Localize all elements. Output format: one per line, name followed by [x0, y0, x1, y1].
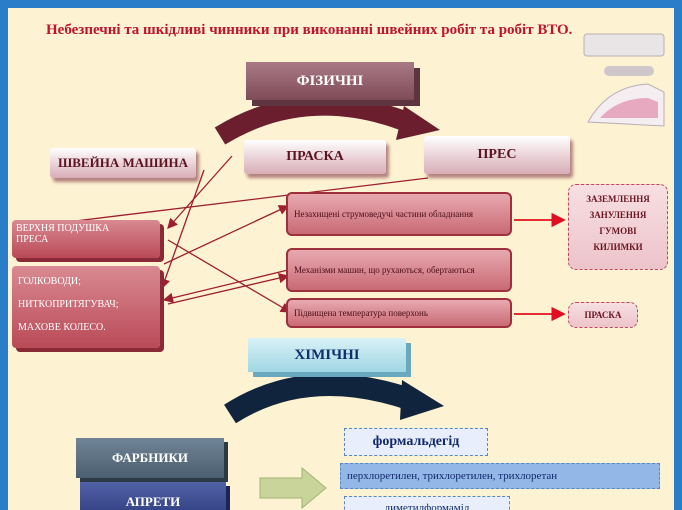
- substance-formaldehyde: формальдегід: [344, 428, 488, 456]
- iron-image: [578, 26, 670, 146]
- slide: Небезпечні та шкідливі чинники при викон…: [8, 8, 674, 510]
- chemical-header: ХІМІЧНІ: [248, 338, 406, 372]
- hazard-moving-mechanisms: Механізми машин, що рухаються, обертають…: [286, 248, 512, 292]
- machine-parts-box: ГОЛКОВОДИ; НИТКОПРИТЯГУВАЧ; МАХОВЕ КОЛЕС…: [12, 266, 160, 348]
- protection-measures: ЗАЗЕМЛЕННЯ ЗАНУЛЕННЯ ГУМОВІ КИЛИМКИ: [568, 184, 668, 270]
- press-upper-pad-line-1: ВЕРХНЯ ПОДУШКА: [16, 223, 110, 234]
- iron-icon: [583, 33, 665, 127]
- category-dyes: ФАРБНИКИ: [76, 438, 224, 478]
- slide-title: Небезпечні та шкідливі чинники при викон…: [46, 22, 573, 38]
- protection-rubber: ГУМОВІ: [599, 226, 637, 236]
- protection-neutral: ЗАНУЛЕННЯ: [589, 210, 647, 220]
- hazard-live-parts: Незахищені струмоведучі частини обладнан…: [286, 192, 512, 236]
- substance-chlorinated-solvents: перхлоретилен, трихлоретилен, трихлорета…: [340, 463, 660, 489]
- iron-label-box: ПРАСКА: [568, 302, 638, 328]
- equipment-iron: ПРАСКА: [244, 140, 386, 174]
- equipment-press: ПРЕС: [424, 136, 570, 174]
- machine-part-thread-takeup: НИТКОПРИТЯГУВАЧ;: [18, 299, 119, 310]
- press-upper-pad: ВЕРХНЯ ПОДУШКА ПРЕСА: [12, 220, 160, 258]
- protection-mats: КИЛИМКИ: [593, 242, 643, 252]
- machine-part-flywheel: МАХОВЕ КОЛЕСО.: [18, 322, 106, 333]
- hazard-high-temperature: Підвищена температура поверхонь: [286, 298, 512, 328]
- connector-lines: [17, 95, 566, 510]
- category-finishes: АПРЕТИ: [80, 482, 226, 510]
- press-upper-pad-line-2: ПРЕСА: [16, 234, 49, 245]
- protection-grounding: ЗАЗЕМЛЕННЯ: [586, 194, 650, 204]
- physical-header: ФІЗИЧНІ: [246, 62, 414, 100]
- equipment-sewing-machine: ШВЕЙНА МАШИНА: [50, 148, 196, 178]
- substance-dimethylformamide: диметилформамід: [344, 496, 510, 510]
- machine-part-needle-guide: ГОЛКОВОДИ;: [18, 276, 81, 287]
